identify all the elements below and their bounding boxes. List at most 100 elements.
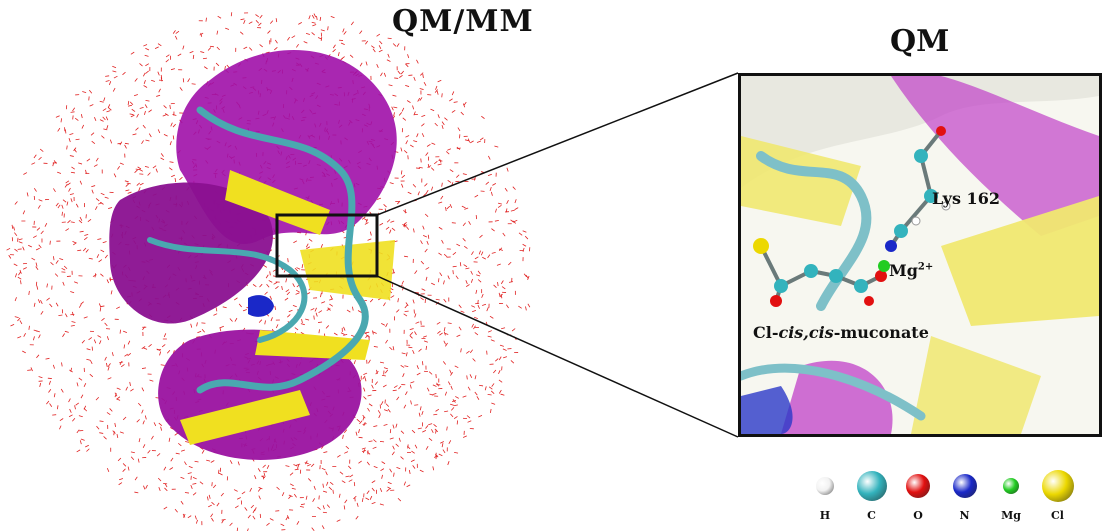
water-molecule [205,17,207,22]
water-molecule [48,389,52,393]
water-molecule [401,352,406,355]
water-molecule [359,62,363,67]
water-molecule [383,423,388,426]
water-molecule [148,343,152,348]
water-molecule [326,481,329,486]
water-molecule [493,284,497,288]
water-molecule [403,222,407,226]
water-molecule [258,319,263,323]
water-molecule [378,49,383,53]
water-molecule [404,391,408,396]
water-molecule [93,339,97,344]
water-molecule [421,361,424,366]
water-molecule [336,519,341,522]
muconate-label: Cl-cis,cis-muconate [753,323,929,342]
water-molecule [437,163,442,166]
water-molecule [130,451,135,454]
water-molecule [441,121,445,126]
protein-cartoon [109,50,397,460]
water-molecule [76,449,81,453]
water-molecule [423,340,428,343]
water-molecule [179,176,183,181]
water-molecule [397,70,401,75]
water-molecule [320,293,322,298]
water-molecule [269,518,274,521]
water-molecule [337,52,340,57]
water-molecule [33,302,36,307]
water-molecule [117,457,122,462]
water-molecule [333,332,338,336]
water-molecule [76,382,79,387]
water-molecule [184,492,189,494]
water-molecule [199,481,204,485]
water-molecule [114,393,117,398]
water-molecule [366,461,370,466]
water-molecule [340,332,345,335]
water-molecule [372,330,374,335]
water-molecule [164,483,168,488]
water-molecule [127,353,132,357]
water-molecule [465,267,470,270]
water-molecule [18,241,23,244]
water-molecule [400,147,403,152]
water-molecule [257,488,261,492]
water-molecule [325,325,330,329]
water-molecule [389,182,394,185]
water-molecule [459,262,462,267]
water-molecule [438,453,443,457]
legend-item-n: N [940,470,990,522]
water-molecule [164,113,169,116]
water-molecule [192,483,197,485]
water-molecule [124,353,129,357]
water-molecule [71,166,75,170]
water-molecule [511,328,516,332]
water-molecule [85,249,89,253]
water-molecule [404,365,409,368]
water-molecule [389,468,393,473]
water-molecule [22,246,25,251]
water-molecule [435,298,440,301]
water-molecule [276,486,280,490]
water-molecule [216,30,219,35]
water-molecule [510,360,515,364]
water-molecule [174,178,177,183]
water-molecule [201,449,205,454]
water-molecule [427,165,432,168]
water-molecule [112,87,116,92]
water-molecule [201,328,205,333]
water-molecule [46,400,50,405]
water-molecule [361,497,364,503]
water-molecule [171,174,176,178]
mg-charge: 2+ [917,261,934,273]
water-molecule [433,423,437,428]
water-molecule [464,207,469,210]
water-molecule [95,157,99,162]
water-molecule [163,466,167,471]
water-molecule [405,226,410,230]
water-molecule [284,297,289,301]
water-molecule [108,278,114,281]
water-molecule [379,487,383,492]
water-molecule [522,243,527,247]
water-molecule [234,505,239,509]
water-molecule [435,455,437,460]
water-molecule [343,429,348,433]
water-molecule [462,173,467,176]
water-molecule [451,407,455,411]
water-molecule [65,180,70,184]
water-molecule [202,57,207,60]
water-molecule [412,299,415,304]
water-molecule [152,165,157,169]
water-molecule [165,54,170,58]
water-molecule [438,226,443,230]
water-molecule [392,43,397,47]
water-molecule [143,79,146,85]
water-molecule [250,504,255,509]
water-molecule [105,80,110,82]
water-molecule [145,47,150,51]
water-molecule [258,495,261,500]
water-molecule [116,396,121,400]
water-molecule [411,429,416,434]
water-molecule [405,352,408,357]
water-molecule [122,416,127,421]
